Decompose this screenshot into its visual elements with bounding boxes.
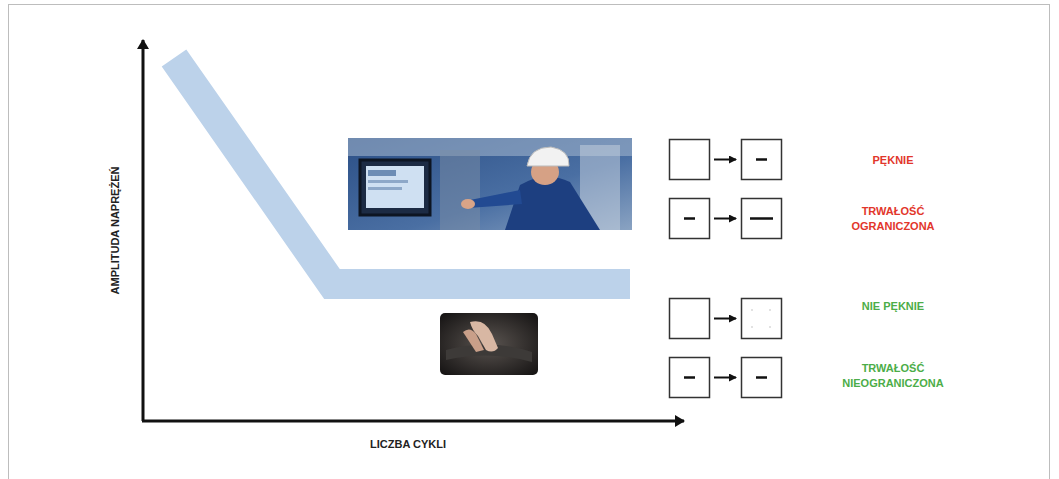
specimen-box <box>742 199 782 239</box>
specimen-box <box>670 299 710 339</box>
finger <box>463 329 484 352</box>
monitor <box>360 160 430 215</box>
dot <box>751 326 753 328</box>
frame <box>9 5 1050 479</box>
specimen-box <box>670 140 710 180</box>
axis-label: LICZBA CYKLI <box>370 437 446 452</box>
arrow <box>714 377 736 379</box>
worker-photo <box>348 138 632 230</box>
cracks <box>684 160 773 378</box>
arrow <box>714 159 736 161</box>
crack-line <box>684 217 695 220</box>
dot <box>751 309 753 311</box>
outcome-label: PĘKNIE <box>833 153 953 168</box>
screen-line <box>368 187 402 190</box>
dot <box>769 309 771 311</box>
crack-line <box>756 158 767 161</box>
screen <box>366 166 424 208</box>
photo-ground <box>440 313 538 375</box>
life-label: TRWAŁOŚĆ NIEOGRANICZONA <box>833 361 953 391</box>
screen-line <box>368 180 408 183</box>
screen-bar <box>368 170 396 176</box>
faint-dots <box>751 309 771 328</box>
photo-ground <box>348 138 632 230</box>
arrow <box>714 318 736 320</box>
box-arrows <box>714 160 736 378</box>
specimen-box <box>742 140 782 180</box>
crack-line <box>684 376 695 379</box>
outcome-label: NIE PĘKNIE <box>833 299 953 314</box>
y-axis <box>142 40 145 421</box>
crack-line <box>750 217 773 220</box>
hard-hat <box>527 147 569 166</box>
worker-hand <box>461 199 475 209</box>
specimen-box <box>670 199 710 239</box>
axis-label: AMPLITUDA NAPRĘŻEŃ <box>108 167 123 295</box>
specimen-box <box>742 358 782 398</box>
life-label: TRWAŁOŚĆ OGRANICZONA <box>833 204 953 234</box>
crack-line <box>756 376 767 379</box>
finger-photo <box>440 313 538 375</box>
crack-boxes <box>670 140 782 398</box>
dot <box>769 326 771 328</box>
specimen-box <box>742 299 782 339</box>
specimen-box <box>670 358 710 398</box>
worker-arm <box>468 190 522 208</box>
x-axis <box>142 420 684 423</box>
arrow <box>714 218 736 220</box>
machine <box>440 150 480 230</box>
